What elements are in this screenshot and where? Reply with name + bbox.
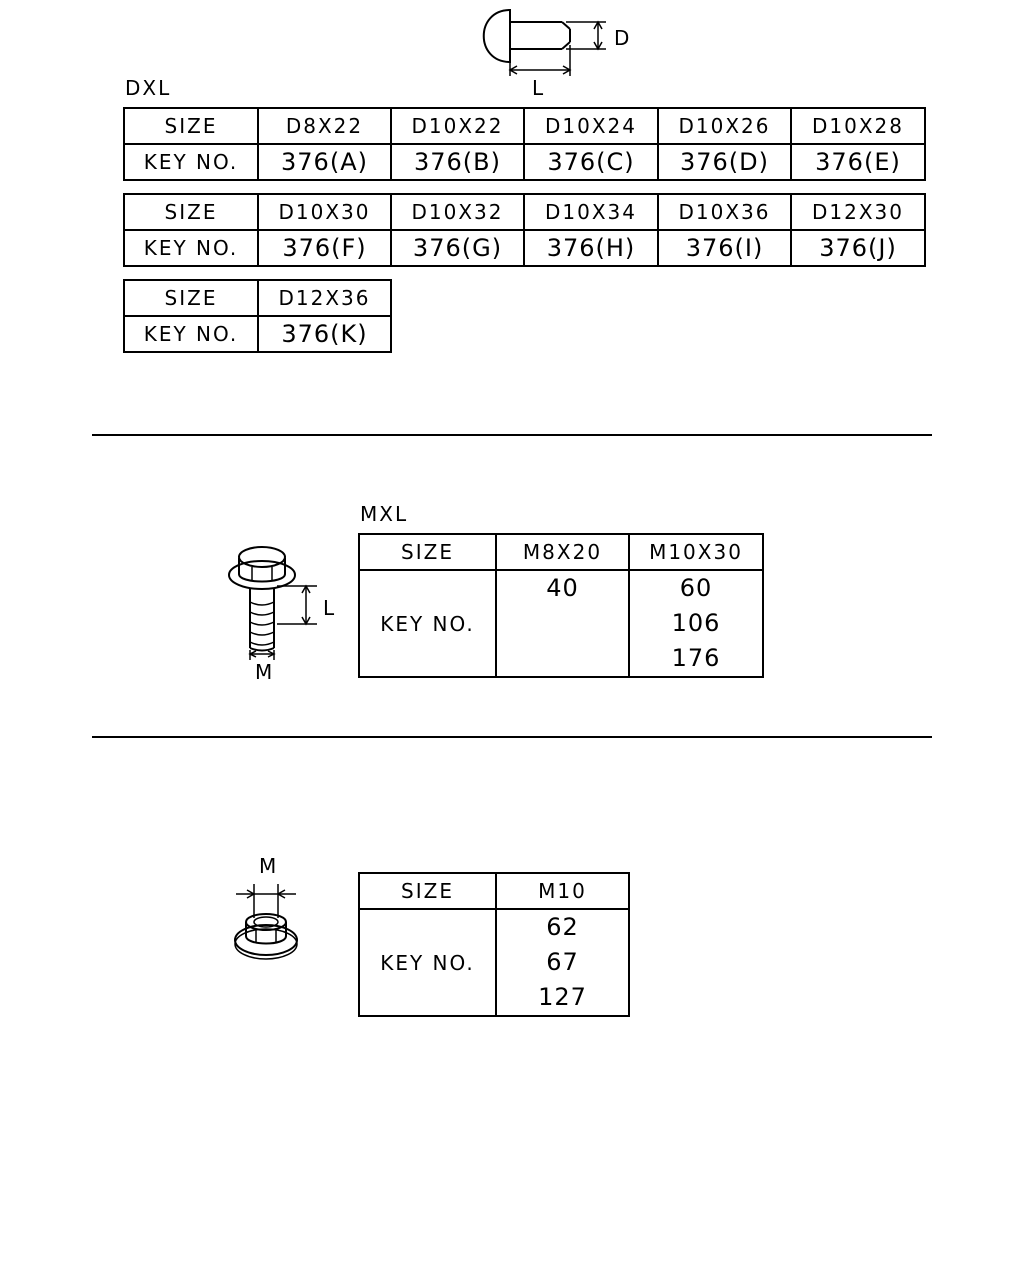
key-row-label: KEY NO. (358, 908, 497, 1017)
rivet-dim-l-label: L (532, 76, 546, 100)
rivet-table-2: SIZE D10X30 D10X32 D10X34 D10X36 D12X30 … (123, 193, 926, 267)
table-row: KEY NO. 376(K) (123, 315, 392, 353)
key-cell: 376(D) (657, 143, 792, 181)
key-value: 40 (546, 574, 579, 602)
key-cell: 376(B) (390, 143, 525, 181)
key-cell: 60 106 176 (628, 569, 764, 678)
section-divider (92, 736, 932, 738)
rivet-table-3: SIZE D12X36 KEY NO. 376(K) (123, 279, 392, 353)
size-cell: D10X26 (657, 107, 792, 145)
size-cell: D10X28 (790, 107, 926, 145)
key-cell: 376(I) (657, 229, 792, 267)
key-value: 106 (671, 609, 721, 637)
table-row: KEY NO. 376(A) 376(B) 376(C) 376(D) 376(… (123, 143, 926, 181)
size-cell: D10X34 (523, 193, 659, 231)
bolt-table: SIZE M8X20 M10X30 KEY NO. 40 60 106 176 (358, 533, 764, 678)
size-row-label: SIZE (358, 872, 497, 910)
key-cell: 376(G) (390, 229, 525, 267)
size-cell: D10X32 (390, 193, 525, 231)
key-cell: 376(F) (257, 229, 392, 267)
size-cell: D10X36 (657, 193, 792, 231)
size-cell: M10X30 (628, 533, 764, 571)
size-row-label: SIZE (123, 279, 259, 317)
size-cell: D8X22 (257, 107, 392, 145)
nut-dim-m-label: M (259, 854, 279, 878)
key-value: 176 (671, 644, 721, 672)
bolt-dim-l-label: L (323, 596, 337, 620)
key-row-label: KEY NO. (123, 315, 259, 353)
key-value: 60 (679, 574, 713, 602)
table-row: SIZE M10 (358, 872, 630, 910)
size-cell: D10X22 (390, 107, 525, 145)
table-row: SIZE D8X22 D10X22 D10X24 D10X26 D10X28 (123, 107, 926, 145)
rivet-table-1: SIZE D8X22 D10X22 D10X24 D10X26 D10X28 K… (123, 107, 926, 181)
size-cell: M8X20 (495, 533, 630, 571)
key-cell: 376(C) (523, 143, 659, 181)
key-cell: 376(H) (523, 229, 659, 267)
size-cell: D12X36 (257, 279, 392, 317)
rivet-diagram (482, 8, 606, 76)
table-row: SIZE D12X36 (123, 279, 392, 317)
flange-nut-diagram (234, 884, 298, 960)
size-cell: M10 (495, 872, 630, 910)
key-cell: 62 67 127 (495, 908, 630, 1017)
key-value: 67 (546, 948, 579, 976)
key-cell: 376(K) (257, 315, 392, 353)
rivet-dim-d-label: D (614, 26, 632, 50)
table-row: SIZE D10X30 D10X32 D10X34 D10X36 D12X30 (123, 193, 926, 231)
key-cell: 40 (495, 569, 630, 678)
section-divider (92, 434, 932, 436)
key-cell: 376(J) (790, 229, 926, 267)
size-cell: D10X30 (257, 193, 392, 231)
key-row-label: KEY NO. (123, 229, 259, 267)
bolt-formula-label: MXL (360, 502, 409, 526)
size-row-label: SIZE (358, 533, 497, 571)
size-cell: D10X24 (523, 107, 659, 145)
table-row: KEY NO. 40 60 106 176 (358, 569, 764, 678)
key-cell: 376(E) (790, 143, 926, 181)
key-cell: 376(A) (257, 143, 392, 181)
flange-bolt-diagram (228, 546, 317, 660)
table-row: SIZE M8X20 M10X30 (358, 533, 764, 571)
table-row: KEY NO. 62 67 127 (358, 908, 630, 1017)
size-cell: D12X30 (790, 193, 926, 231)
bolt-dim-m-label: M (255, 660, 275, 684)
key-row-label: KEY NO. (358, 569, 497, 678)
table-row: KEY NO. 376(F) 376(G) 376(H) 376(I) 376(… (123, 229, 926, 267)
key-value: 62 (546, 913, 579, 941)
key-row-label: KEY NO. (123, 143, 259, 181)
size-row-label: SIZE (123, 107, 259, 145)
nut-table: SIZE M10 KEY NO. 62 67 127 (358, 872, 630, 1017)
key-value: 127 (538, 983, 587, 1011)
size-row-label: SIZE (123, 193, 259, 231)
rivet-formula-label: DXL (125, 76, 172, 100)
